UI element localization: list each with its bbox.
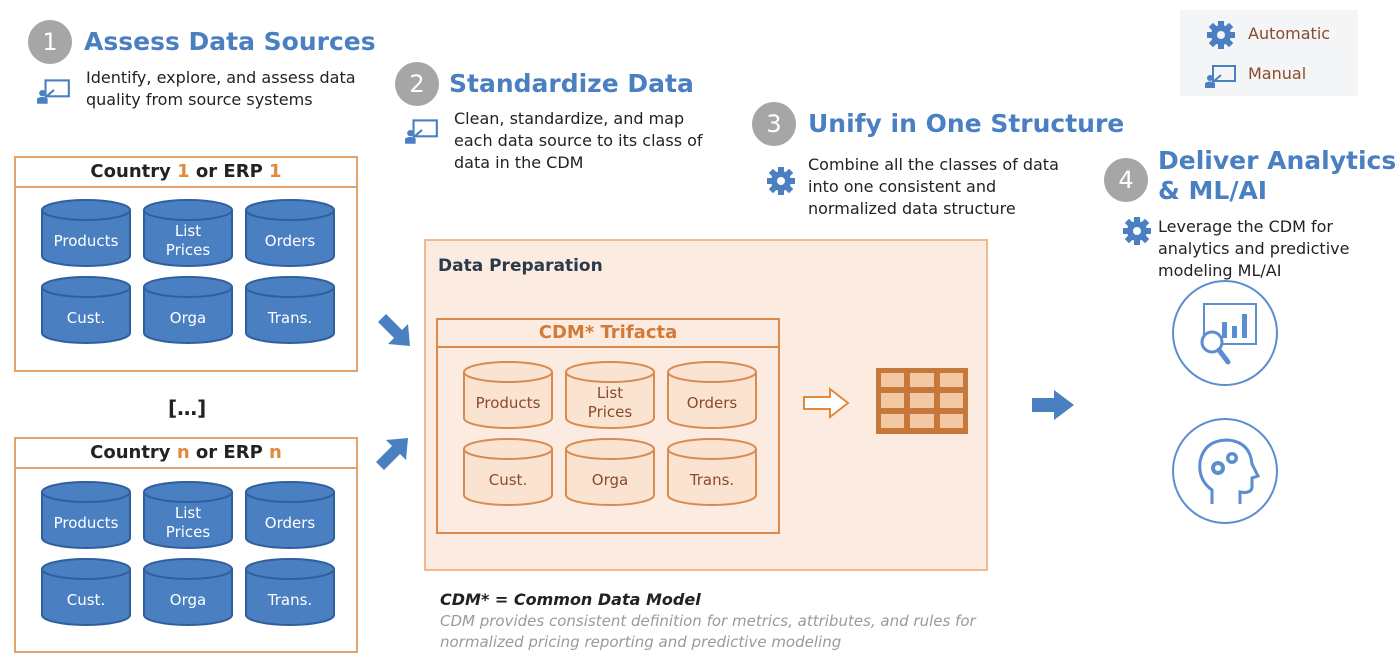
cdm-header: CDM* Trifacta (438, 320, 778, 348)
gear-icon (767, 167, 795, 195)
step-1-description: Identify, explore, and assess data quali… (86, 68, 356, 109)
step-2-number: 2 (395, 62, 439, 106)
countryN-cylinder-cust: Cust. (40, 557, 132, 627)
cdm-box: CDM* Trifacta (436, 318, 780, 534)
country-n-header: Country n or ERP n (16, 439, 356, 469)
country1-cylinder-orders: Orders (244, 198, 336, 268)
cylinder-label: Products (475, 393, 541, 412)
cylinder-label: Orga (169, 308, 207, 327)
country1-cylinder-products: Products (40, 198, 132, 268)
legend-manual-label: Manual (1248, 64, 1307, 83)
ellipsis: […] (168, 396, 207, 420)
cdm-cylinder-trans: Trans. (666, 437, 758, 507)
step-2-description: Clean, standardize, and map each data so… (454, 109, 703, 172)
step-2-title: Standardize Data (449, 69, 694, 98)
gear-icon (1207, 21, 1235, 49)
cylinder-label: Products (53, 513, 119, 532)
country1-cylinder-orga: Orga (142, 275, 234, 345)
head-gears-icon (1198, 438, 1261, 504)
countryN-cylinder-orders: Orders (244, 480, 336, 550)
step-4-number: 4 (1104, 158, 1148, 202)
cdm-cylinder-orders: Orders (666, 360, 758, 430)
cdm-cylinder-products: Products (462, 360, 554, 430)
cylinder-label: Orga (591, 470, 629, 489)
cylinder-label: Cust. (66, 308, 106, 327)
cylinder-label: Trans. (689, 470, 735, 489)
data-preparation-title: Data Preparation (438, 256, 603, 276)
cylinder-label: Trans. (267, 590, 313, 609)
cylinder-label: Cust. (66, 590, 106, 609)
ml-circle (1172, 418, 1278, 524)
legend-automatic-label: Automatic (1248, 24, 1331, 43)
footnote-title: CDM* = Common Data Model (440, 590, 701, 609)
analytics-circle (1172, 280, 1278, 386)
country1-cylinder-cust: Cust. (40, 275, 132, 345)
step-4-title: Deliver Analytics & ML/AI (1158, 146, 1397, 205)
cylinder-label: Orga (169, 590, 207, 609)
step-1-title: Assess Data Sources (84, 27, 376, 56)
cylinder-label: Products (53, 231, 119, 250)
cdm-cylinder-cust: Cust. (462, 437, 554, 507)
step-3-number: 3 (752, 102, 796, 146)
country-1-header: Country 1 or ERP 1 (16, 158, 356, 188)
table-icon (876, 368, 968, 434)
arrow-up-right-icon (376, 438, 408, 470)
gear-icon (1123, 217, 1151, 245)
chart-search-icon (1200, 303, 1257, 365)
step-1-number: 1 (28, 20, 72, 64)
cylinder-label: Trans. (267, 308, 313, 327)
arrow-right-icon (1032, 390, 1074, 420)
countryN-cylinder-orga: Orga (142, 557, 234, 627)
arrow-right-outline-icon (803, 386, 850, 420)
presenter-icon (1205, 65, 1236, 88)
cylinder-label: Orders (264, 513, 316, 532)
cylinder-label: Orders (686, 393, 738, 412)
cdm-cylinder-orga: Orga (564, 437, 656, 507)
step-3-title: Unify in One Structure (808, 109, 1125, 138)
presenter-icon (405, 119, 438, 144)
presenter-icon (37, 79, 70, 104)
legend: Automatic Manual (1180, 10, 1358, 96)
cylinder-label: Orders (264, 231, 316, 250)
step-4-description: Leverage the CDM for analytics and predi… (1158, 217, 1350, 280)
footnote-text: CDM provides consistent definition for m… (440, 612, 976, 651)
cylinder-label: Cust. (488, 470, 528, 489)
arrow-down-right-icon (378, 314, 410, 346)
country1-cylinder-trans: Trans. (244, 275, 336, 345)
step-3-description: Combine all the classes of data into one… (808, 155, 1059, 218)
countryN-cylinder-products: Products (40, 480, 132, 550)
countryN-cylinder-trans: Trans. (244, 557, 336, 627)
